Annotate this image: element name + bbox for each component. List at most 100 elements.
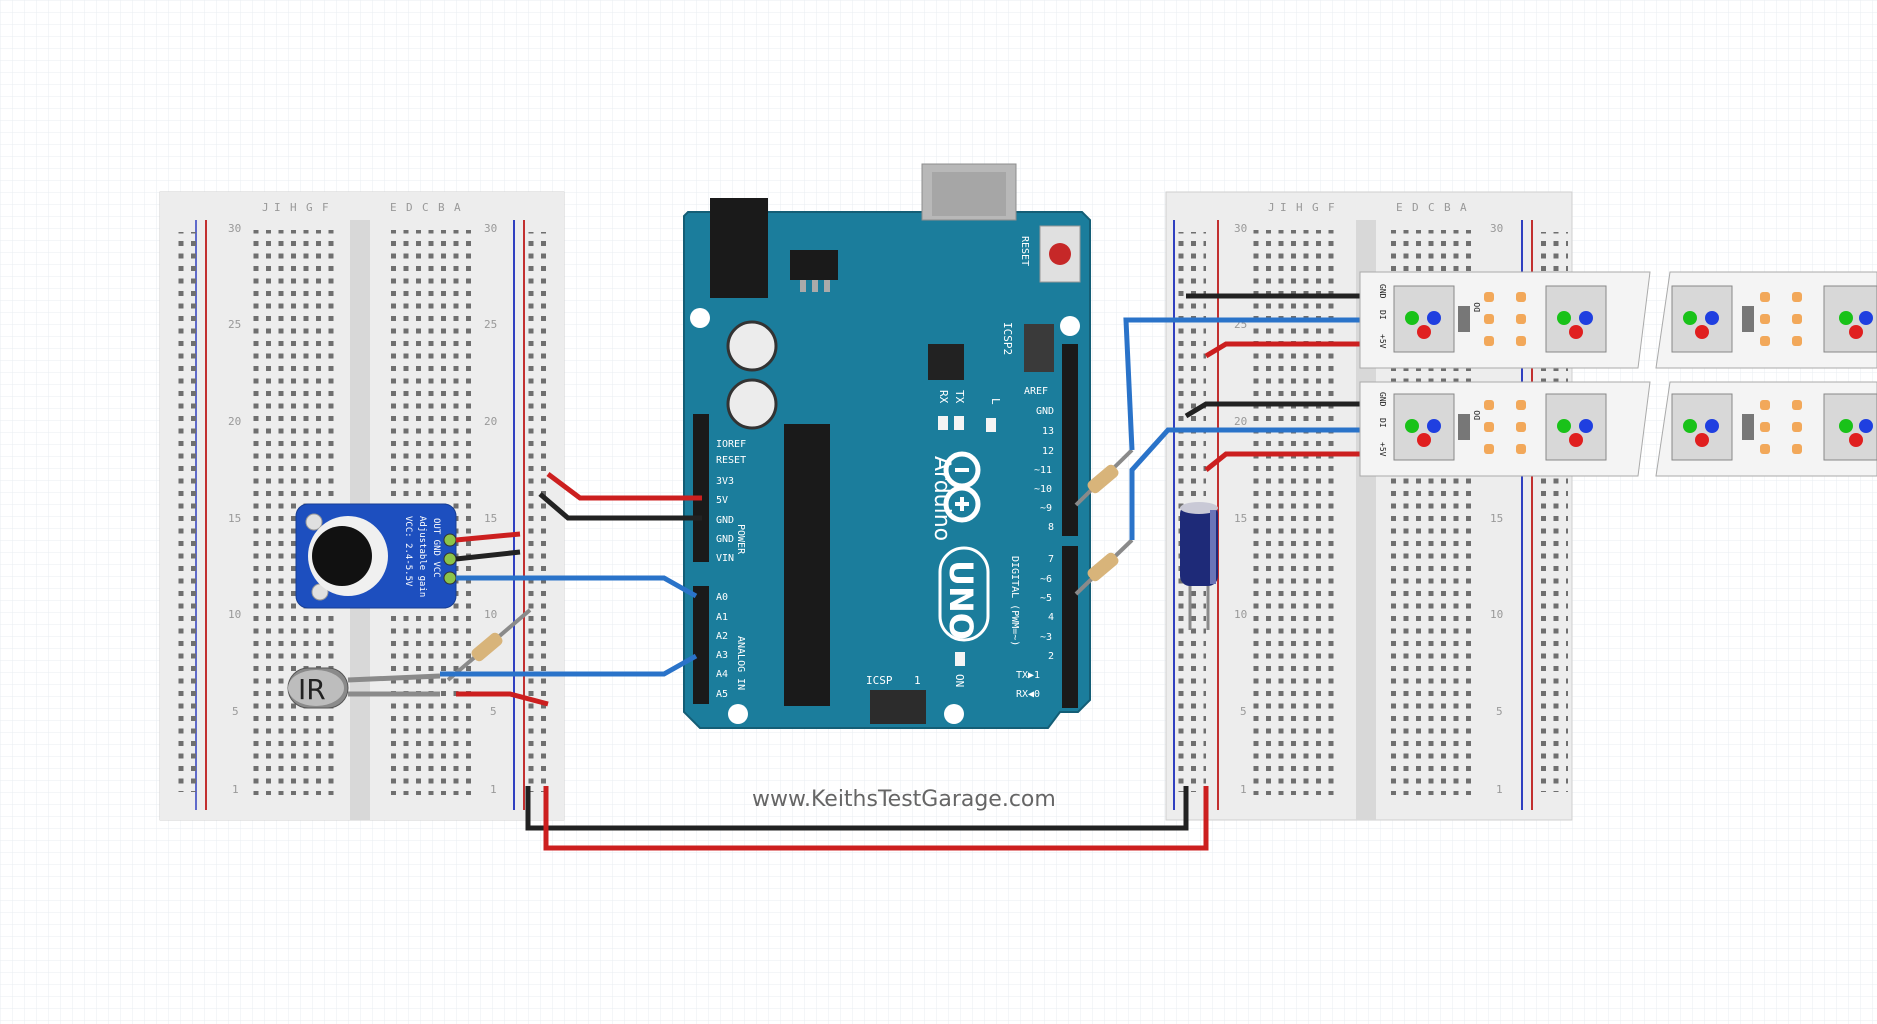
bb-left-num-5: 5 [232, 705, 239, 718]
pin-a1: A1 [716, 612, 728, 623]
pin-6: ~6 [1040, 574, 1052, 585]
reset-button-red[interactable] [1049, 243, 1071, 265]
strip1-resistor-a [1458, 306, 1470, 332]
wire-strip2-gnd [1184, 401, 1376, 419]
mic-gain-label: Adjustable gain [417, 516, 427, 597]
bb-left-num-10: 10 [228, 608, 241, 621]
icsp-pin1-label: 1 [914, 674, 921, 687]
strip2-5v-label: +5V [1378, 442, 1387, 457]
bb-left-letters-top-5: F [322, 201, 329, 214]
pin-0: RX◀0 [1016, 689, 1040, 700]
bb-right-num-5: 5 [1240, 705, 1247, 718]
bb-left-num-5-r: 5 [490, 705, 497, 718]
arduino-uno-board: RESET ICSP2 TX RX L Arduino UNO ON ICSP … [683, 163, 1091, 729]
pin-11: ~11 [1034, 465, 1052, 476]
capacitor-2 [726, 378, 778, 430]
pin-12: 12 [1042, 446, 1054, 457]
bb-left-letters-top-9: B [438, 201, 445, 214]
bb-left-letters-top-4: G [306, 201, 313, 214]
wire-ir-out [440, 653, 698, 677]
pin-aref: AREF [1024, 386, 1048, 397]
strip2-resistor-b [1742, 414, 1754, 440]
strip1-5v-label: +5V [1378, 334, 1387, 349]
bb-right-letters-top-4: G [1312, 201, 1319, 214]
icsp-label: ICSP [866, 674, 893, 687]
pin-ioref: IOREF [716, 439, 746, 450]
power-header-label: POWER [735, 524, 746, 555]
bb-left-num-30: 30 [228, 222, 241, 235]
analog-header [693, 586, 709, 704]
analog-header-label: ANALOG IN [735, 636, 746, 690]
pin-a3: A3 [716, 650, 728, 661]
pin-7: 7 [1048, 554, 1054, 565]
uno-oval [938, 546, 990, 642]
resistor-digital-1 [1074, 448, 1134, 507]
rx-led [938, 416, 948, 430]
pin-2: 2 [1048, 651, 1054, 662]
microphone-module: VCC: 2.4-5.5V Adjustable gain OUT GND VC… [295, 503, 457, 609]
resistor-digital-2 [1074, 538, 1134, 596]
mount-hole-2 [1060, 316, 1080, 336]
digital-header-label: DIGITAL (PWM=~) [1009, 556, 1020, 646]
bb-left-num-10-r: 10 [484, 608, 497, 621]
bb-left-num-25: 25 [228, 318, 241, 331]
bb-left-num-20: 20 [228, 415, 241, 428]
icsp2-header [1024, 324, 1054, 372]
pin-a4: A4 [716, 669, 728, 680]
bb-right-letters-top-5: F [1328, 201, 1335, 214]
reset-label: RESET [1019, 236, 1030, 266]
wire-data-1 [1123, 317, 1376, 451]
bb-left-num-25-r: 25 [484, 318, 497, 331]
pin-vin: VIN [716, 553, 734, 564]
bb-left-num-30-r: 30 [484, 222, 497, 235]
bb-left-letters-top-1: J [262, 201, 269, 214]
l-led [986, 418, 996, 432]
wire-strip1-5v [1204, 341, 1376, 359]
wire-mic-out [456, 575, 698, 599]
power-jack [710, 198, 768, 298]
resistor-mic [446, 608, 532, 682]
electrolytic-capacitor [1180, 502, 1218, 630]
tx-label: TX [953, 390, 966, 404]
bb-right-letters-top-2: I [1280, 201, 1287, 214]
capacitor-1 [726, 320, 778, 372]
digital-header-low [1062, 546, 1078, 708]
wire-5v [546, 472, 702, 501]
led-2-2 [1545, 393, 1607, 461]
led-2-3 [1671, 393, 1733, 461]
bb-right-num-30-r: 30 [1490, 222, 1503, 235]
icsp2-label: ICSP2 [1001, 322, 1014, 355]
bb-left-num-1-r: 1 [490, 783, 497, 796]
bb-right-num-10-r: 10 [1490, 608, 1503, 621]
bb-right-num-1: 1 [1240, 783, 1247, 796]
bb-left-letters-top-6: E [390, 201, 397, 214]
wire-gnd [538, 492, 702, 521]
on-label: ON [953, 674, 966, 687]
bb-right-num-5-r: 5 [1496, 705, 1503, 718]
bb-right-num-1-r: 1 [1496, 783, 1503, 796]
rx-label: RX [937, 390, 950, 404]
bb-left-num-1: 1 [232, 783, 239, 796]
pin-13: 13 [1042, 426, 1054, 437]
led-1-3 [1671, 285, 1733, 353]
ir-sensor: IR [287, 667, 441, 709]
bb-right-num-30: 30 [1234, 222, 1247, 235]
mount-hole-4 [944, 704, 964, 724]
bb-right-num-20: 20 [1234, 415, 1247, 428]
wire-mic-vcc [455, 531, 521, 543]
bb-left-letters-top-10: A [454, 201, 461, 214]
mount-hole-3 [728, 704, 748, 724]
atmega16u2-chip [928, 344, 964, 380]
bb-left-num-15: 15 [228, 512, 241, 525]
led-strip-1: GND DI +5V DO [1359, 271, 1877, 369]
pin-a2: A2 [716, 631, 728, 642]
bb-left-letters-top-8: C [422, 201, 429, 214]
pin-5: ~5 [1040, 593, 1052, 604]
wire-strip2-5v [1204, 451, 1376, 472]
bb-right-num-15-r: 15 [1490, 512, 1503, 525]
led-strip-2: GND DI +5V DO [1359, 381, 1877, 477]
l-led-label: L [989, 398, 1002, 405]
wire-bottom-gnd [525, 786, 1189, 831]
pin-3: ~3 [1040, 632, 1052, 643]
pin-9: ~9 [1040, 503, 1052, 514]
